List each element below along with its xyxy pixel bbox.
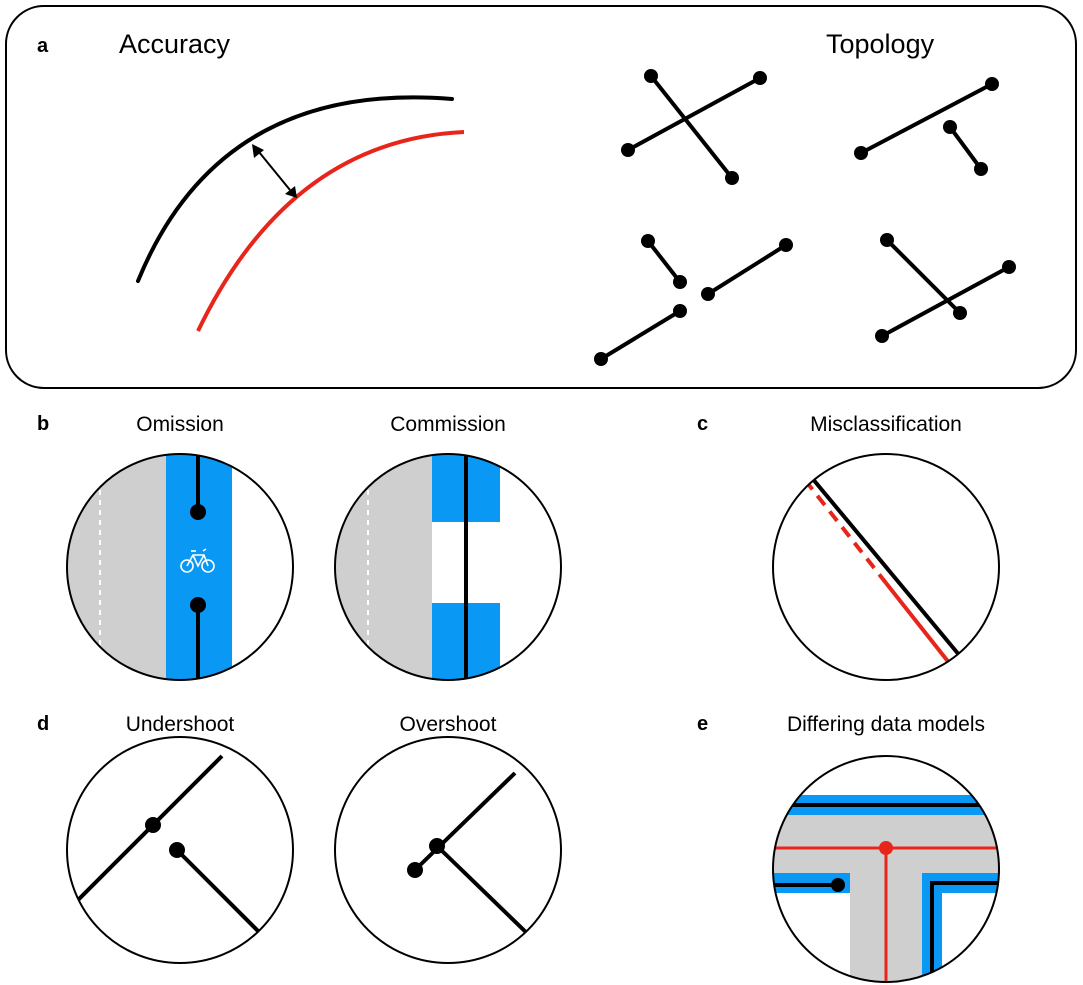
- commission-title: Commission: [390, 413, 506, 436]
- omission-circle: [66, 453, 294, 681]
- panel-d: d Undershoot Overshoot: [37, 713, 562, 964]
- data-models-circle: [772, 755, 1000, 983]
- undershoot-title: Undershoot: [126, 713, 235, 736]
- panel-a-frame: [5, 5, 1077, 389]
- differing-data-models-title: Differing data models: [787, 713, 985, 736]
- panel-d-letter: d: [37, 713, 49, 735]
- reference-curve: [136, 95, 454, 283]
- panel-e: e Differing data models: [697, 713, 1000, 983]
- topology-gaps: [594, 234, 793, 366]
- panel-e-letter: e: [697, 713, 708, 735]
- panel-c: c Misclassification: [697, 413, 1000, 681]
- topology-crossing: [621, 69, 767, 185]
- panel-b: b Omission Commission: [37, 413, 562, 681]
- panel-a-letter: a: [37, 35, 49, 57]
- misclassification-title: Misclassification: [810, 413, 962, 436]
- panel-c-letter: c: [697, 413, 708, 435]
- panel-b-letter: b: [37, 413, 49, 435]
- offset-double-arrow-icon: [252, 144, 297, 198]
- overshoot-title: Overshoot: [400, 713, 497, 736]
- topology-title: Topology: [826, 29, 935, 59]
- overshoot-circle: [334, 736, 562, 964]
- topology-disconnected: [854, 77, 999, 176]
- undershoot-circle: [66, 736, 294, 964]
- misclassification-circle: [772, 453, 1000, 681]
- accuracy-title: Accuracy: [119, 29, 231, 59]
- bicycle-icon: [180, 548, 215, 573]
- error-curve: [196, 130, 465, 332]
- omission-title: Omission: [136, 413, 224, 436]
- commission-circle: [334, 453, 562, 681]
- topology-overlap: [875, 233, 1016, 343]
- panel-a: a Accuracy Topology: [5, 5, 1077, 389]
